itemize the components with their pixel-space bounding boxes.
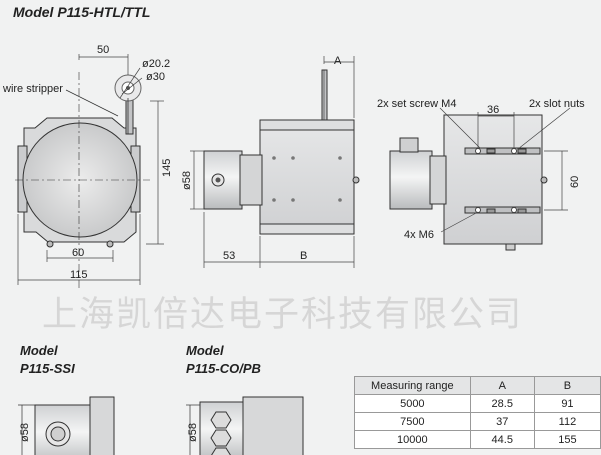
dim-60-front: 60 — [72, 247, 84, 259]
wire-stripper — [125, 97, 134, 135]
ssi-view — [18, 396, 115, 455]
table-cell: 10000 — [354, 430, 471, 449]
co-title-line2: P115-CO/PB — [186, 361, 261, 376]
wire-stripper-leader — [65, 89, 119, 117]
model-title-co: Model P115-CO/PB — [186, 342, 261, 378]
front-dimensions — [17, 54, 164, 285]
co-gland-1 — [210, 411, 232, 429]
table-cell: 5000 — [354, 394, 471, 413]
dim-60-top: 60 — [569, 176, 581, 188]
table-cell: 28.5 — [469, 394, 535, 413]
label-wire-stripper: wire stripper — [2, 83, 63, 95]
side-view — [203, 69, 360, 235]
table-row: 10000 44.5 155 — [354, 430, 601, 449]
co-gland-2 — [210, 429, 232, 447]
co-gland-3 — [211, 447, 231, 455]
watermark: 上海凯倍达电子科技有限公司 — [42, 295, 524, 335]
label-set-screw: 2x set screw M4 — [377, 98, 456, 110]
dim-B-side: B — [300, 250, 307, 262]
front-view — [15, 72, 150, 288]
top-encoder — [389, 150, 433, 210]
dim-36: 36 — [487, 104, 499, 116]
dim-50: 50 — [97, 44, 109, 56]
dim-53: 53 — [223, 250, 235, 262]
table-cell: 37 — [469, 412, 535, 431]
top-connector — [399, 137, 419, 153]
dim-d58-co: ø58 — [187, 423, 199, 442]
dim-d58-side: ø58 — [181, 171, 193, 190]
table-cell: 155 — [533, 430, 601, 449]
table-header-row: Measuring range A B — [354, 376, 601, 395]
side-dimensions — [190, 56, 355, 268]
side-body — [259, 119, 355, 235]
model-title-ssi: Model P115-SSI — [20, 342, 75, 378]
dim-A-side: A — [334, 55, 342, 67]
table-cell: 7500 — [354, 412, 471, 431]
top-view — [389, 114, 548, 251]
ssi-title-line2: P115-SSI — [20, 361, 75, 376]
table-header-cell: B — [533, 376, 601, 395]
table-header-cell: A — [469, 376, 535, 395]
label-slot-nuts: 2x slot nuts — [529, 98, 585, 110]
ssi-title-line1: Model — [20, 343, 58, 358]
side-wire-exit — [321, 69, 328, 121]
table-row: 5000 28.5 91 — [354, 394, 601, 413]
dim-115: 115 — [70, 269, 88, 281]
table-cell: 44.5 — [469, 430, 535, 449]
dim-d30: ø30 — [146, 71, 165, 83]
dim-145: 145 — [161, 159, 173, 177]
co-title-line1: Model — [186, 343, 224, 358]
table-header-cell: Measuring range — [354, 376, 471, 395]
model-title-main: Model P115-HTL/TTL — [13, 4, 151, 20]
dim-d20: ø20.2 — [142, 58, 170, 70]
table-cell: 112 — [533, 412, 601, 431]
dim-d58-ssi: ø58 — [19, 423, 31, 442]
co-view — [186, 396, 304, 455]
table-cell: 91 — [533, 394, 601, 413]
label-m6: 4x M6 — [404, 229, 434, 241]
measuring-range-table: Measuring range A B 5000 28.5 91 7500 37… — [354, 376, 601, 449]
table-row: 7500 37 112 — [354, 412, 601, 431]
top-dimensions — [439, 107, 571, 233]
top-body — [443, 114, 543, 245]
